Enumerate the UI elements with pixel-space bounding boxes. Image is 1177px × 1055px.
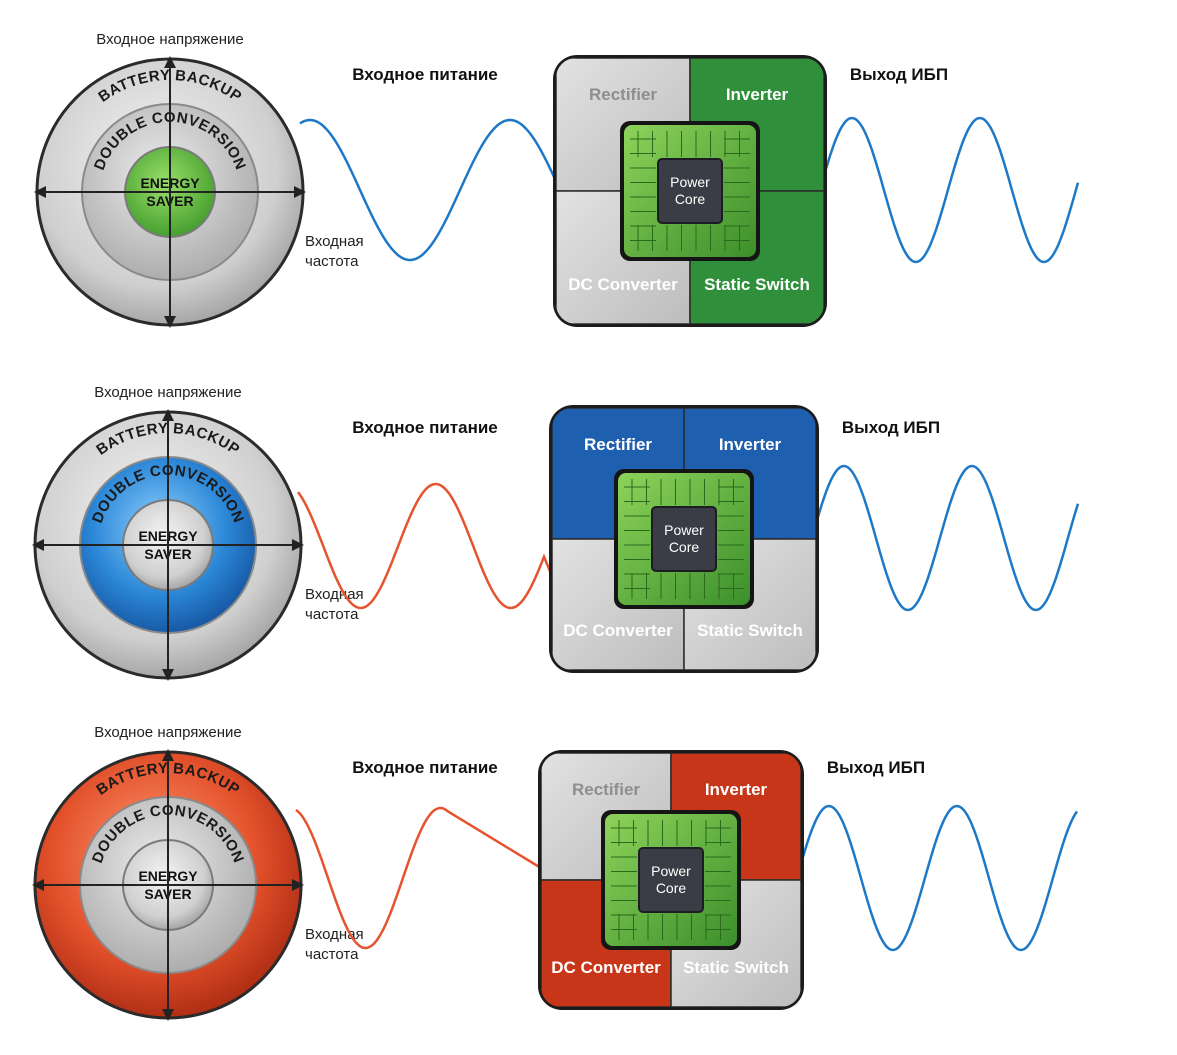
ups-output-label: Выход ИБП: [842, 418, 940, 437]
ups-block: Rectifier Inverter DC Converter Static Swit…: [538, 750, 804, 1010]
rows-layer: Входное напряжениеВходнаячастотаВходное …: [32, 31, 1080, 1021]
block-label-inverter: Inverter: [726, 85, 789, 104]
arrow-up-icon: [162, 409, 174, 421]
input-power-wave: [295, 806, 542, 950]
block-label-static-switch: Static Switch: [704, 275, 810, 294]
power-core-label: Power: [651, 863, 691, 879]
block-label-dc-converter: DC Converter: [563, 621, 673, 640]
input-power-label: Входное питание: [352, 65, 498, 84]
input-voltage-label: Входное напряжение: [96, 31, 244, 48]
mode-row-battery-backup: Входное напряжениеВходнаячастотаВходное …: [32, 724, 1079, 1021]
block-label-inverter: Inverter: [705, 780, 768, 799]
arrow-left-icon: [32, 539, 44, 551]
arrow-left-icon: [32, 879, 44, 891]
input-frequency-label: частота: [305, 606, 359, 623]
input-voltage-label: Входное напряжение: [94, 384, 242, 401]
arrow-down-icon: [162, 1009, 174, 1021]
arrow-right-icon: [294, 186, 306, 198]
ups-output-label: Выход ИБП: [827, 758, 925, 777]
block-label-dc-converter: DC Converter: [551, 958, 661, 977]
block-label-static-switch: Static Switch: [683, 958, 789, 977]
input-power-label: Входное питание: [352, 758, 498, 777]
input-voltage-label: Входное напряжение: [94, 724, 242, 741]
input-power-wave: [296, 482, 554, 610]
power-core-chip: [657, 158, 723, 224]
power-core-label: Core: [669, 539, 700, 555]
arrow-right-icon: [292, 879, 304, 891]
block-label-inverter: Inverter: [719, 435, 782, 454]
block-label-rectifier: Rectifier: [584, 435, 652, 454]
block-label-rectifier: Rectifier: [572, 780, 640, 799]
input-power-wave: [299, 118, 558, 262]
input-frequency-label: Входная: [305, 233, 364, 250]
power-core-chip: [651, 506, 717, 572]
arrow-down-icon: [164, 316, 176, 328]
input-frequency-label: частота: [305, 946, 359, 963]
ups-block: Rectifier Inverter DC Converter Static Swit…: [549, 405, 819, 673]
power-core-label: Power: [670, 174, 710, 190]
ups-output-wave: [822, 116, 1080, 264]
block-label-static-switch: Static Switch: [697, 621, 803, 640]
arrow-right-icon: [292, 539, 304, 551]
ups-output-label: Выход ИБП: [850, 65, 948, 84]
arrow-left-icon: [34, 186, 46, 198]
input-frequency-label: частота: [305, 253, 359, 270]
arrow-down-icon: [162, 669, 174, 681]
ups-block: Rectifier Inverter DC Converter Static Swit…: [553, 55, 827, 327]
arrow-up-icon: [164, 56, 176, 68]
input-power-label: Входное питание: [352, 418, 498, 437]
power-core-label: Core: [656, 880, 687, 896]
ups-output-wave: [814, 464, 1080, 612]
ups-output-wave: [799, 804, 1079, 952]
power-core-label: Core: [675, 191, 706, 207]
input-frequency-label: Входная: [305, 586, 364, 603]
arrow-up-icon: [162, 749, 174, 761]
block-label-rectifier: Rectifier: [589, 85, 657, 104]
block-label-dc-converter: DC Converter: [568, 275, 678, 294]
power-core-chip: [638, 847, 704, 913]
power-core-label: Power: [664, 522, 704, 538]
